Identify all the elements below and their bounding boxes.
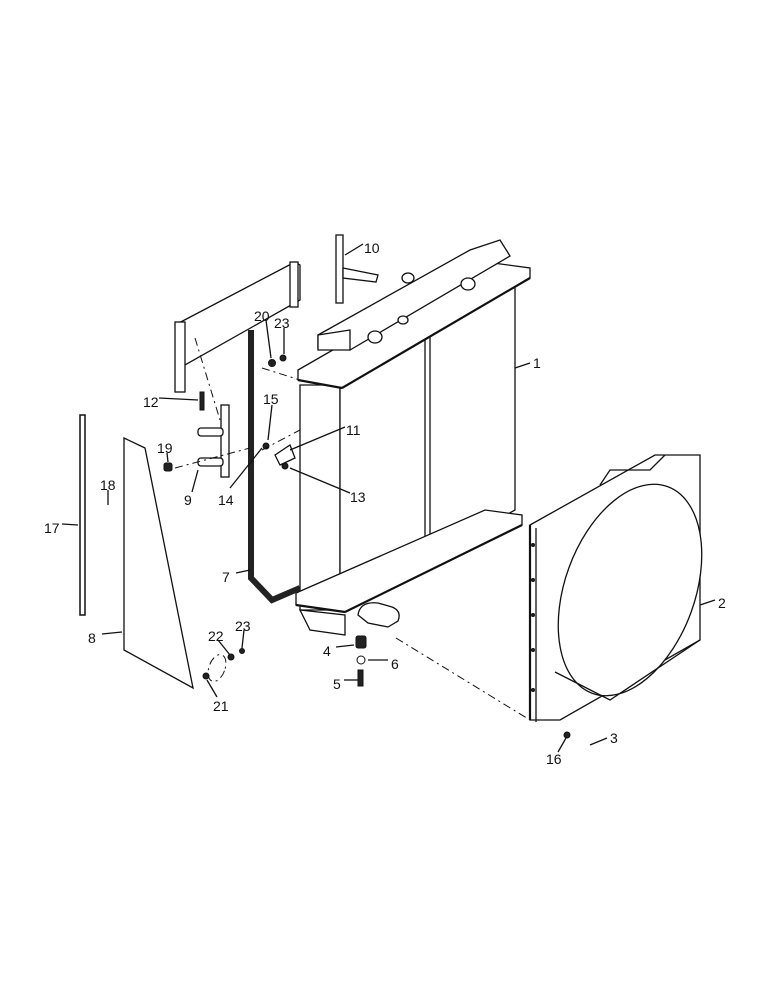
callout-11: 11 [346, 422, 361, 438]
callout-6: 6 [391, 656, 399, 672]
part-21-gasket [207, 654, 227, 682]
part-10-bracket [335, 234, 379, 304]
callout-23-upper: 23 [274, 315, 290, 331]
callout-2: 2 [718, 595, 726, 611]
callout-4: 4 [323, 643, 331, 659]
part-11-plate [274, 444, 296, 466]
part-8-panel [123, 436, 194, 690]
callout-9: 9 [184, 492, 192, 508]
radiator-core [295, 239, 531, 636]
callout-labels: 1 2 3 4 5 6 7 8 9 10 11 12 13 14 15 16 1… [44, 240, 726, 767]
part-17-strip [79, 414, 86, 616]
callout-7: 7 [222, 569, 230, 585]
alignment-lines [174, 337, 531, 721]
callout-3: 3 [610, 730, 618, 746]
callout-12: 12 [143, 394, 159, 410]
baffle-frame [174, 261, 301, 393]
callout-1: 1 [533, 355, 541, 371]
callout-23-lower: 23 [235, 618, 251, 634]
hardware [163, 354, 571, 739]
callout-10: 10 [364, 240, 380, 256]
callout-15: 15 [263, 391, 279, 407]
callout-13: 13 [350, 489, 366, 505]
fan-shroud [528, 454, 703, 722]
callout-18: 18 [100, 477, 116, 493]
callout-20: 20 [254, 308, 270, 324]
callout-8: 8 [88, 630, 96, 646]
callout-17: 17 [44, 520, 60, 536]
leader-lines [61, 243, 716, 753]
callout-21: 21 [213, 698, 229, 714]
part-9-hinge [197, 404, 230, 478]
callout-22: 22 [208, 628, 224, 644]
callout-19: 19 [157, 440, 173, 456]
callout-16: 16 [546, 751, 562, 767]
part-7-seal [248, 330, 302, 604]
callout-14: 14 [218, 492, 234, 508]
callout-5: 5 [333, 676, 341, 692]
